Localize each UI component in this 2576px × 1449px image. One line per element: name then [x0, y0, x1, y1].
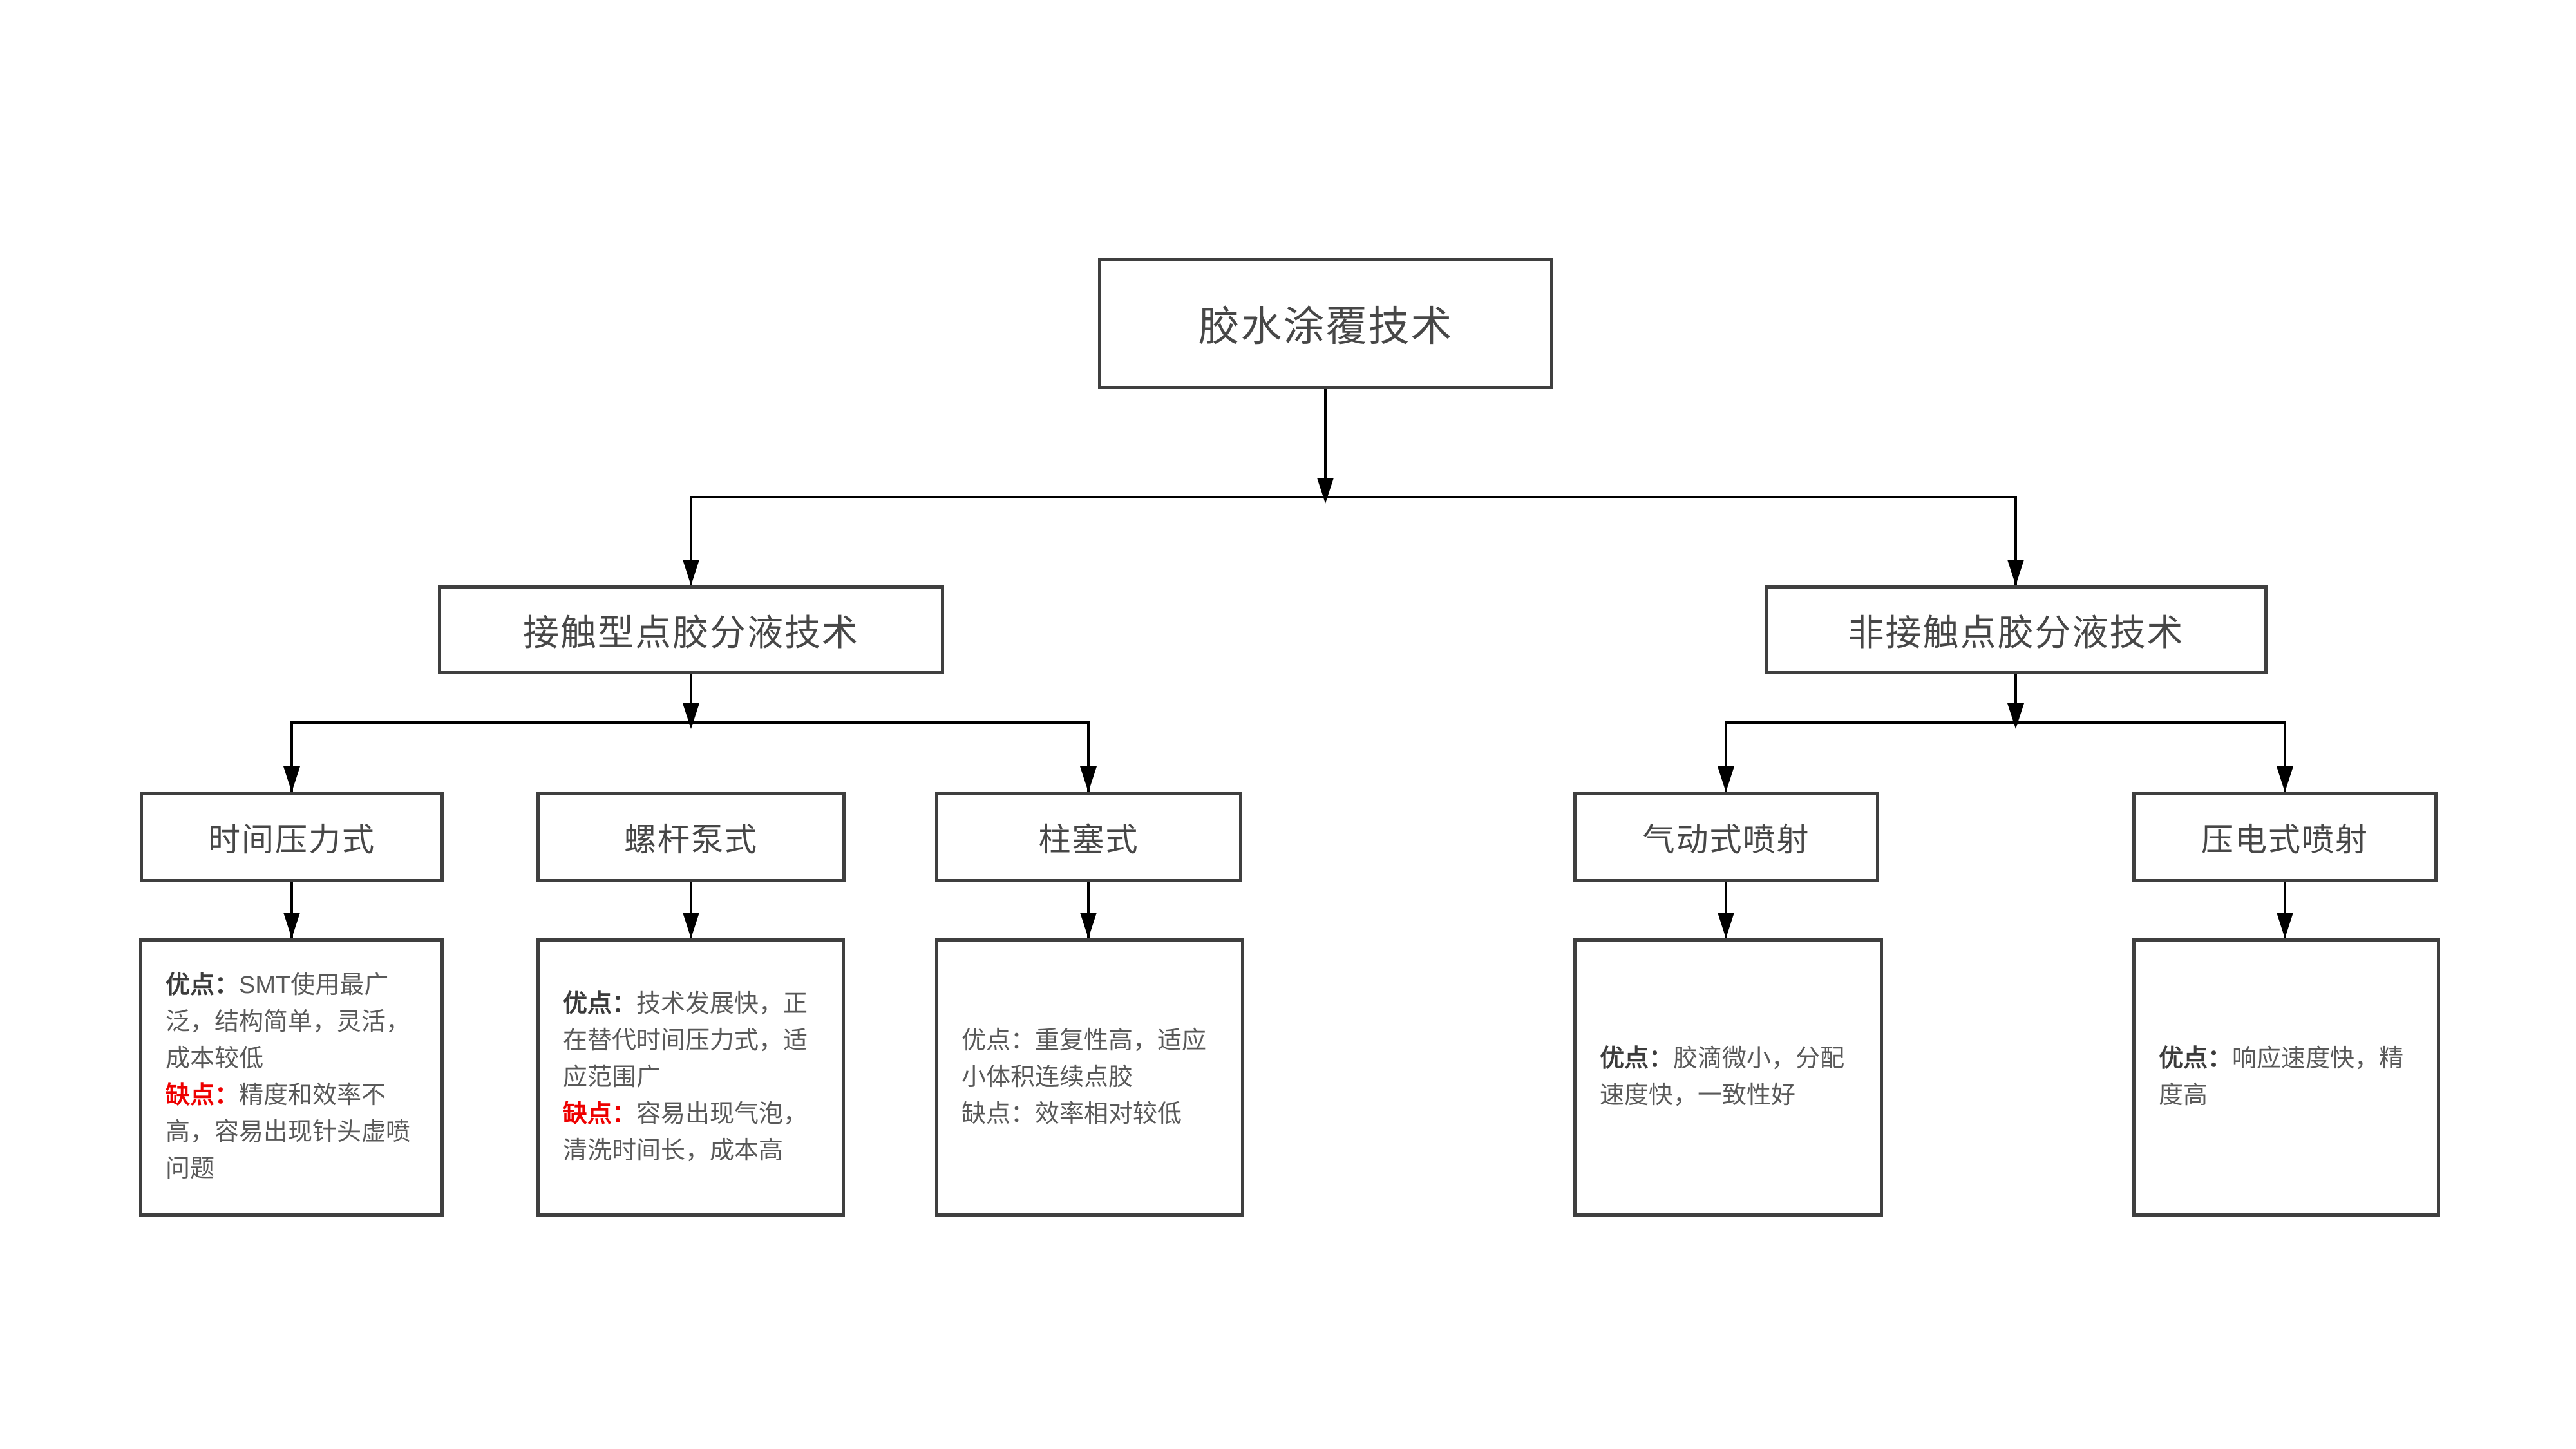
connector-time-pressure-to-desc [290, 882, 293, 938]
arrowhead-to-desc-plunger [1080, 913, 1097, 938]
rail-contact-children [290, 721, 1090, 724]
description-block: 优点：重复性高，适应小体积连续点胶 [961, 1023, 1218, 1096]
arrowhead-to-time-pressure [283, 766, 300, 792]
connector-rail-to-contact [690, 496, 692, 585]
arrowhead-to-plunger [1080, 766, 1097, 792]
disadvantage-label: 缺点： [563, 1100, 637, 1128]
advantage-label: 优点： [2159, 1045, 2233, 1072]
arrowhead-to-contact [683, 560, 699, 585]
description-text: 重复性高，适应小体积连续点胶 [961, 1027, 1207, 1091]
description-text: 精度和效率不高，容易出现针头虚喷问题 [166, 1082, 411, 1182]
connector-piezoelectric-to-desc [2284, 882, 2286, 938]
description-text: 胶滴微小，分配速度快，一致性好 [1600, 1045, 1845, 1109]
disadvantage-label: 缺点： [166, 1082, 240, 1109]
description-text: SMT使用最广泛，结构简单，灵活，成本较低 [166, 972, 411, 1072]
arrowhead-to-desc-screw-pump [683, 913, 699, 938]
arrowhead-to-desc-piezoelectric [2277, 913, 2293, 938]
connector-screw-pump-to-desc [690, 882, 692, 938]
connector-rail-to-piezoelectric [2284, 721, 2286, 792]
description-block: 优点：SMT使用最广泛，结构简单，灵活，成本较低 [166, 967, 417, 1077]
advantage-label: 优点： [961, 1027, 1036, 1054]
arrowhead-non-contact-to-rail [2007, 703, 2024, 729]
connector-plunger-to-desc [1087, 882, 1090, 938]
description-block: 优点：胶滴微小，分配速度快，一致性好 [1600, 1041, 1857, 1114]
desc-time-pressure: 优点：SMT使用最广泛，结构简单，灵活，成本较低缺点：精度和效率不高，容易出现针… [139, 938, 444, 1217]
desc-piezoelectric-jet: 优点：响应速度快，精度高 [2132, 938, 2440, 1217]
arrowhead-to-desc-time-pressure [283, 913, 300, 938]
advantage-label: 优点： [1600, 1045, 1674, 1072]
advantage-label: 优点： [563, 990, 637, 1018]
node-non-contact-dispensing: 非接触点胶分液技术 [1765, 585, 2268, 674]
description-text: 容易出现气泡，清洗时间长，成本高 [563, 1100, 808, 1164]
description-text: 技术发展快，正在替代时间压力式，适应范围广 [563, 990, 808, 1091]
rail-non-contact-children [1725, 721, 2286, 724]
description-block: 优点：响应速度快，精度高 [2159, 1041, 2414, 1114]
arrowhead-to-piezoelectric [2277, 766, 2293, 792]
description-block: 缺点：容易出现气泡，清洗时间长，成本高 [563, 1096, 819, 1170]
description-block: 缺点：精度和效率不高，容易出现针头虚喷问题 [166, 1077, 417, 1188]
advantage-label: 优点： [166, 972, 240, 999]
desc-pneumatic-jet: 优点：胶滴微小，分配速度快，一致性好 [1573, 938, 1883, 1217]
node-piezoelectric-jet: 压电式喷射 [2132, 792, 2438, 882]
rail-level2 [690, 496, 2017, 498]
node-pneumatic-jet: 气动式喷射 [1573, 792, 1879, 882]
connector-contact-down [690, 674, 692, 721]
arrowhead-to-desc-pneumatic [1718, 913, 1734, 938]
node-time-pressure: 时间压力式 [140, 792, 444, 882]
connector-rail-to-non-contact [2014, 496, 2017, 585]
description-text: 效率相对较低 [1035, 1100, 1182, 1128]
node-contact-dispensing: 接触型点胶分液技术 [438, 585, 944, 674]
arrowhead-to-non-contact [2007, 560, 2024, 585]
connector-rail-to-pneumatic [1725, 721, 1727, 792]
description-block: 优点：技术发展快，正在替代时间压力式，适应范围广 [563, 986, 819, 1096]
connector-root-down [1324, 389, 1327, 483]
description-text: 响应速度快，精度高 [2159, 1045, 2404, 1109]
arrowhead-root-to-rail [1317, 478, 1334, 504]
connector-pneumatic-to-desc [1725, 882, 1727, 938]
desc-plunger: 优点：重复性高，适应小体积连续点胶缺点：效率相对较低 [935, 938, 1244, 1217]
node-screw-pump: 螺杆泵式 [536, 792, 846, 882]
connector-rail-to-plunger [1087, 721, 1090, 792]
node-glue-coating-tech: 胶水涂覆技术 [1098, 258, 1553, 389]
arrowhead-contact-to-rail [683, 703, 699, 729]
advantage-label: 缺点： [961, 1100, 1036, 1128]
desc-screw-pump: 优点：技术发展快，正在替代时间压力式，适应范围广缺点：容易出现气泡，清洗时间长，… [536, 938, 845, 1217]
node-plunger: 柱塞式 [935, 792, 1242, 882]
connector-rail-to-time-pressure [290, 721, 293, 792]
description-block: 缺点：效率相对较低 [961, 1096, 1218, 1133]
arrowhead-to-pneumatic [1718, 766, 1734, 792]
connector-non-contact-down [2014, 674, 2017, 721]
